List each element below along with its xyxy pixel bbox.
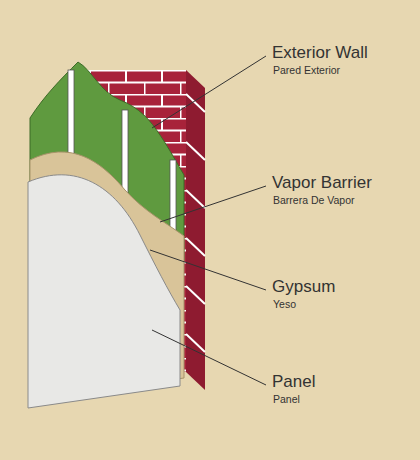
part-name-spanish: Panel bbox=[273, 394, 300, 406]
panel-layer bbox=[28, 175, 180, 408]
leader-lines bbox=[150, 56, 266, 385]
part-name: Exterior Wall bbox=[272, 44, 368, 63]
brick-side bbox=[186, 70, 205, 390]
brick-side-mortar bbox=[186, 94, 205, 352]
part-name-spanish: Pared Exterior bbox=[273, 65, 340, 77]
part-name: Panel bbox=[272, 373, 315, 392]
part-name-spanish: Barrera De Vapor bbox=[273, 195, 355, 207]
part-name-spanish: Yeso bbox=[273, 299, 296, 311]
part-name: Gypsum bbox=[272, 278, 335, 297]
part-name: Vapor Barrier bbox=[272, 174, 372, 193]
